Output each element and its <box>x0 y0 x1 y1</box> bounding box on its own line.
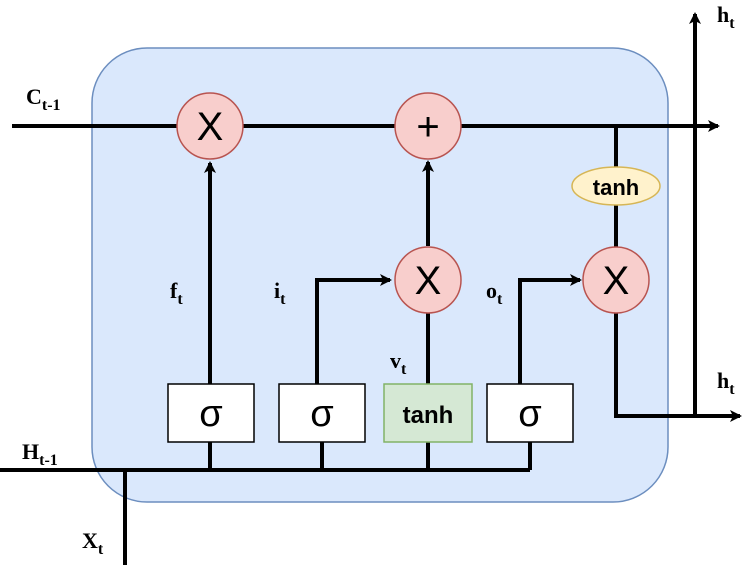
sigma-output-label: σ <box>518 393 541 435</box>
tanh-candidate-label: tanh <box>403 402 454 429</box>
h-prev-label: Ht-1 <box>22 439 58 469</box>
cell-add-symbol: + <box>416 105 439 149</box>
sigma-forget-label: σ <box>199 393 222 435</box>
input-mult-circle <box>394 246 462 314</box>
input-gate-line <box>315 274 392 384</box>
h-out-top-label: ht <box>717 2 735 32</box>
input-gate-label: it <box>274 278 286 308</box>
output-gate-label: ot <box>486 278 503 308</box>
forget-gate-label: ft <box>170 278 183 308</box>
x-input-label: Xt <box>82 528 104 558</box>
forget-mult-symbol: X <box>197 105 224 149</box>
output-mult-circle <box>582 246 650 314</box>
input-mult-symbol: X <box>415 259 442 303</box>
output-gate-line <box>518 274 582 384</box>
h-out-right-label: ht <box>717 368 735 398</box>
tanh-output-ellipse <box>571 166 661 206</box>
cell-add-circle <box>394 92 462 160</box>
tanh-candidate-box <box>383 383 473 443</box>
output-mult-symbol: X <box>603 259 630 303</box>
sigma-input-label: σ <box>310 393 333 435</box>
sigma-forget-box <box>167 383 255 443</box>
tanh-output-label: tanh <box>593 175 639 200</box>
sigma-output-box <box>486 383 574 443</box>
hidden-output-line <box>614 312 690 418</box>
c-prev-label: Ct-1 <box>26 84 61 114</box>
forget-mult-circle <box>176 92 244 160</box>
candidate-label: vt <box>390 348 407 378</box>
sigma-input-box <box>278 383 366 443</box>
